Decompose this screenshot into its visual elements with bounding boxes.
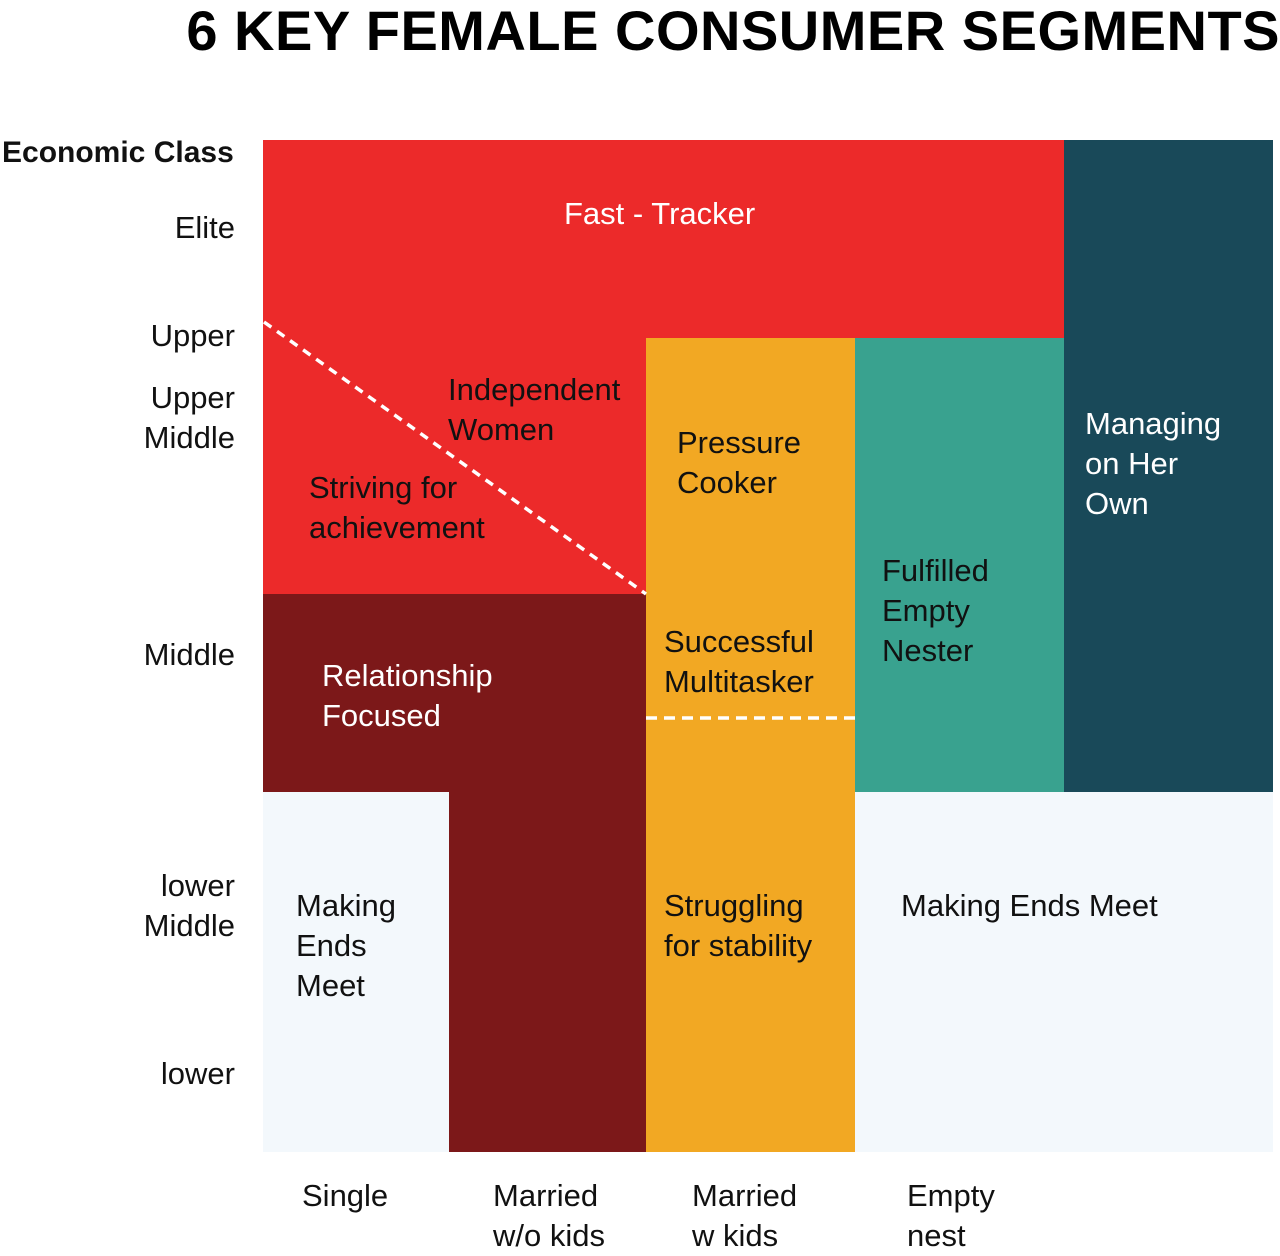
label-independent-women: Independent Women xyxy=(448,372,621,447)
label-fast-tracker: Fast - Tracker xyxy=(564,196,756,231)
label-making-ends-meet-right: Making Ends Meet xyxy=(901,888,1158,923)
page-title: 6 KEY FEMALE CONSUMER SEGMENTS xyxy=(186,0,1280,62)
block-relationship-focused xyxy=(263,594,646,792)
block-relationship-focused-lower xyxy=(449,791,646,1152)
diagonal-divider xyxy=(262,320,648,596)
label-struggling-for-stability: Struggling for stability xyxy=(664,888,813,963)
y-axis-heading: Economic Class xyxy=(2,136,234,169)
y-level-elite: Elite xyxy=(174,210,235,245)
label-successful-multitasker: Successful Multitasker xyxy=(664,624,814,699)
block-independent-women xyxy=(263,338,646,595)
block-pale-left xyxy=(263,792,449,1152)
block-managing-on-her-own xyxy=(1064,140,1273,792)
x-category-single: Single xyxy=(302,1178,389,1213)
x-category-married-without-kids: Married w/o kids xyxy=(493,1178,605,1253)
label-fulfilled-empty-nester: Fulfilled Empty Nester xyxy=(882,553,989,668)
label-managing-on-her-own: Managing on Her Own xyxy=(1085,406,1222,521)
block-married-with-kids xyxy=(646,338,855,1152)
label-relationship-focused: Relationship Focused xyxy=(322,658,493,733)
y-level-upper-middle: Upper Middle xyxy=(143,380,235,455)
label-making-ends-meet-left: Making Ends Meet xyxy=(296,888,396,1003)
y-level-middle: Middle xyxy=(143,637,235,672)
y-level-upper: Upper xyxy=(150,318,235,353)
label-striving-for-achievement: Striving for achievement xyxy=(309,470,485,545)
label-pressure-cooker: Pressure Cooker xyxy=(677,425,802,500)
block-pale-right xyxy=(855,792,1273,1152)
y-level-lower-middle: lower Middle xyxy=(143,868,235,943)
block-fast-tracker xyxy=(263,140,1064,339)
x-category-married-with-kids: Married w kids xyxy=(692,1178,798,1253)
x-category-empty-nest: Empty nest xyxy=(907,1178,995,1253)
y-level-lower: lower xyxy=(160,1056,235,1091)
block-fulfilled-empty-nester xyxy=(855,338,1064,792)
